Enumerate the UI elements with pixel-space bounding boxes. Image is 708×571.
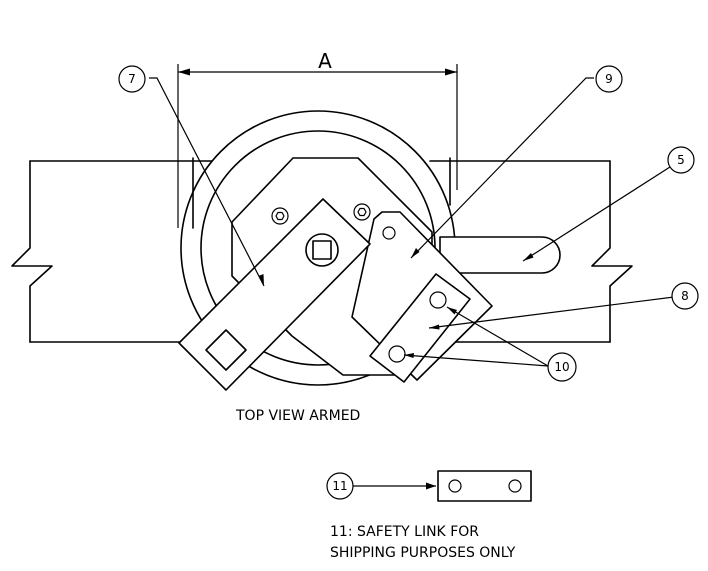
callout-8: 8: [671, 282, 699, 310]
callout-11: 11: [326, 472, 354, 500]
left-beam: [11, 160, 213, 343]
bolt-2: [353, 203, 371, 221]
handle-square-hole: [205, 329, 247, 371]
callout-9: 9: [595, 65, 623, 93]
view-title: TOP VIEW ARMED: [235, 408, 360, 424]
link-hole-upper: [429, 291, 447, 309]
svg-text:8: 8: [681, 289, 689, 303]
pin-part-5: [439, 236, 561, 274]
dimension-label: A: [318, 49, 332, 73]
link-hole-lower: [388, 345, 406, 363]
safety-link-part-11: [437, 470, 532, 502]
svg-text:5: 5: [677, 153, 685, 167]
svg-text:10: 10: [554, 360, 569, 374]
callout-5: 5: [667, 146, 695, 174]
note-line-2: SHIPPING PURPOSES ONLY: [330, 545, 516, 561]
svg-text:11: 11: [332, 479, 347, 493]
callout-10: 10: [547, 352, 577, 382]
svg-text:7: 7: [128, 72, 136, 86]
callout-7: 7: [118, 65, 146, 93]
svg-text:9: 9: [605, 72, 613, 86]
lever-hole: [382, 226, 396, 240]
leaders: [149, 77, 675, 490]
dimension-a: A: [177, 49, 458, 228]
square-drive: [305, 233, 339, 267]
note-line-1: 11: SAFETY LINK FOR: [330, 524, 479, 540]
bolt-1: [271, 207, 289, 225]
right-beam: [429, 160, 633, 343]
